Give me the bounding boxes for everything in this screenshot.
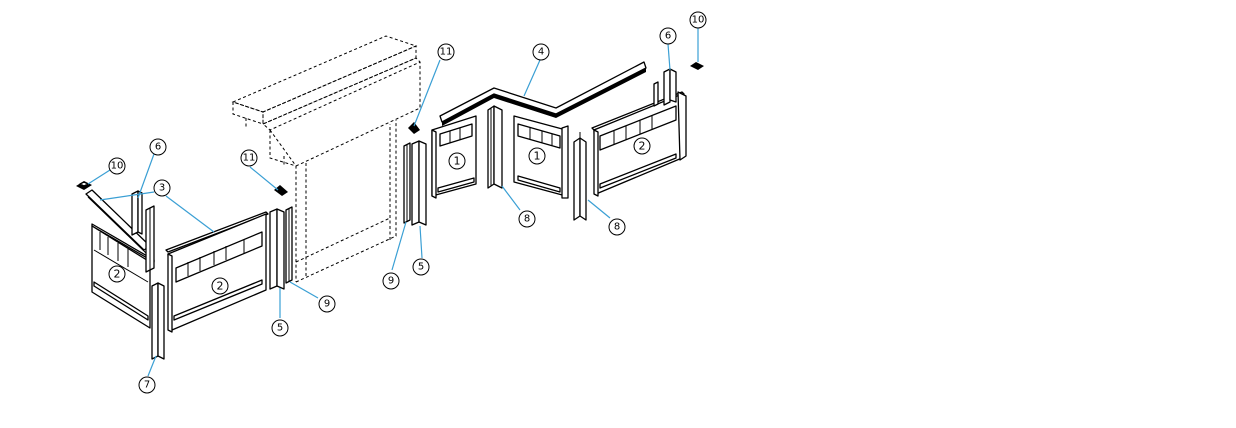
callout-11-left: 11	[240, 149, 258, 167]
panel-label-2-right: 2	[633, 137, 651, 155]
post-5-right	[411, 140, 427, 226]
cap-11-left	[274, 185, 288, 196]
callout-number: 11	[440, 47, 453, 58]
post-6-left	[131, 190, 143, 236]
callout-number: 8	[614, 222, 620, 233]
post-5-left	[269, 208, 285, 290]
callout-number: 4	[538, 47, 544, 58]
ghost-counter-unit	[231, 35, 421, 283]
filler-9-left	[285, 206, 293, 284]
post-6-right	[653, 68, 677, 107]
callout-6-left: 6	[149, 138, 167, 156]
panel-label-1-left: 1	[448, 152, 466, 170]
leader-lines	[87, 28, 699, 377]
corner-post-8-middle	[487, 105, 503, 189]
corner-panel-1-right	[513, 115, 569, 199]
side-panel-right	[591, 91, 687, 197]
callout-7: 7	[138, 376, 156, 394]
panel-number: 1	[454, 155, 461, 168]
callout-10-left: 10	[108, 157, 126, 175]
callout-4: 4	[532, 43, 550, 61]
callout-number: 8	[524, 214, 530, 225]
corner-post-8-right	[573, 132, 587, 221]
panel-number: 2	[217, 280, 224, 293]
front-panel-left	[165, 211, 269, 333]
callout-number: 10	[111, 161, 124, 172]
panel-number: 2	[114, 268, 121, 281]
callout-11-right: 11	[437, 43, 455, 61]
cap-11-right	[408, 122, 420, 134]
callout-number: 6	[665, 31, 671, 42]
callout-5-right: 5	[412, 258, 430, 276]
filler-9-right	[403, 142, 411, 224]
panel-label-2-front: 2	[211, 277, 229, 295]
callout-9-right: 9	[382, 272, 400, 290]
panel-number: 1	[534, 150, 541, 163]
callout-10-right: 10	[689, 11, 707, 29]
callout-number: 5	[418, 262, 424, 273]
callout-number: 9	[324, 299, 330, 310]
callout-number: 5	[277, 323, 283, 334]
callout-number: 11	[243, 153, 256, 164]
callout-number: 9	[388, 276, 394, 287]
panel-number: 2	[639, 140, 646, 153]
callout-3: 3	[153, 179, 171, 197]
top-rail-4-corner	[439, 61, 647, 126]
callout-number: 7	[144, 380, 150, 391]
post-7	[151, 282, 165, 360]
callout-5-left: 5	[271, 319, 289, 337]
callout-number: 10	[692, 15, 705, 26]
panel-label-2-left: 2	[108, 265, 126, 283]
callout-number: 6	[155, 142, 161, 153]
cap-10-right	[690, 62, 704, 70]
callout-9-left: 9	[318, 295, 336, 313]
panel-label-1-right: 1	[528, 147, 546, 165]
callout-8-right: 8	[608, 218, 626, 236]
callout-number: 3	[159, 183, 165, 194]
side-panel-left	[91, 205, 155, 329]
callout-8-middle: 8	[518, 210, 536, 228]
callout-6-right: 6	[659, 27, 677, 45]
corner-panel-1-left	[431, 115, 477, 199]
